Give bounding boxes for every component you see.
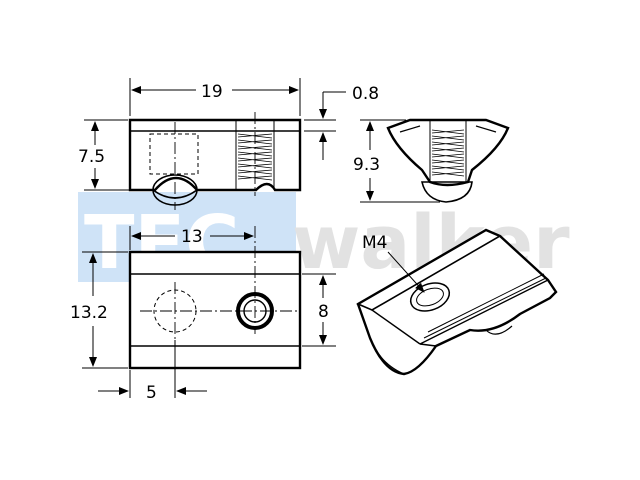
thread-callout: M4 bbox=[362, 233, 425, 293]
dimension-5-label: 5 bbox=[146, 383, 157, 403]
dimension-8-label: 8 bbox=[318, 302, 329, 322]
side-view bbox=[386, 118, 510, 203]
dimension-13-2-label: 13.2 bbox=[70, 303, 108, 323]
isometric-hole bbox=[409, 282, 451, 312]
dimension-9-3-label: 9.3 bbox=[353, 155, 380, 175]
thread-side bbox=[429, 120, 467, 182]
dimension-13: 13 bbox=[129, 226, 254, 250]
dimension-8: 8 bbox=[302, 273, 336, 347]
isometric-view bbox=[356, 228, 558, 376]
front-view bbox=[128, 112, 302, 210]
dimension-19-label: 19 bbox=[201, 82, 223, 102]
dimension-9-3: 9.3 bbox=[353, 119, 440, 203]
dimension-7-5: 7.5 bbox=[78, 119, 150, 191]
dimension-7-5-label: 7.5 bbox=[78, 147, 105, 167]
dimension-13-label: 13 bbox=[181, 227, 203, 247]
dimension-0-8-label: 0.8 bbox=[352, 84, 379, 104]
dimension-19: 19 bbox=[129, 78, 301, 116]
top-view bbox=[128, 226, 302, 370]
thread-front bbox=[235, 112, 275, 196]
dimension-13-2: 13.2 bbox=[70, 251, 128, 369]
dimension-5: 5 bbox=[98, 340, 207, 403]
dimension-0-8: 0.8 bbox=[304, 84, 379, 160]
thread-callout-label: M4 bbox=[362, 233, 387, 253]
